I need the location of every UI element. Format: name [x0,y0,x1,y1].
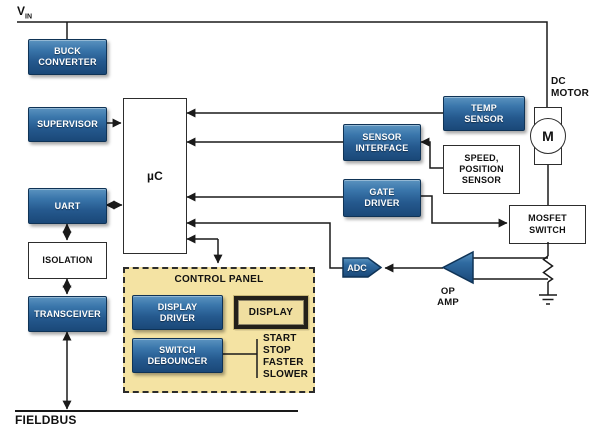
adc-label: ADC [347,262,367,273]
transceiver-block: TRANSCEIVER [28,296,107,332]
panel-button-labels: START STOP FASTER SLOWER [263,333,308,381]
motor-symbol-icon: M [530,118,566,154]
temp-sensor-block: TEMP SENSOR [443,96,525,131]
sensor-interface-block: SENSOR INTERFACE [343,124,421,161]
supervisor-block: SUPERVISOR [28,107,107,142]
speed-position-sensor-block: SPEED, POSITION SENSOR [443,145,520,194]
wire-speed-to-interface [420,137,443,169]
control-panel-title: CONTROL PANEL [174,274,264,285]
button-label-start: START [263,333,297,344]
vin-label: VIN [17,4,33,21]
uart-block: UART [28,188,107,224]
button-label-stop: STOP [263,345,291,356]
gate-driver-block: GATE DRIVER [343,179,421,217]
resistor-symbol [542,255,554,283]
display-driver-block: DISPLAY DRIVER [132,295,223,330]
fieldbus-label: FIELDBUS [15,413,77,427]
buck-converter-block: BUCK CONVERTER [28,39,107,75]
button-label-slower: SLOWER [263,369,309,380]
display-block: DISPLAY [234,296,308,329]
dc-motor-label: DC MOTOR [551,76,590,99]
mosfet-switch-block: MOSFET SWITCH [509,205,586,244]
wire-gate-to-mosfet [419,195,508,228]
op-amp-label: OP AMP [437,286,459,308]
switch-debouncer-block: SWITCH DEBOUNCER [132,338,223,373]
button-label-faster: FASTER [263,357,304,368]
op-amp-symbol [441,250,474,285]
isolation-block: ISOLATION [28,242,107,279]
wire-adc-to-mcu [186,218,343,269]
mcu-block: µC [123,98,187,254]
